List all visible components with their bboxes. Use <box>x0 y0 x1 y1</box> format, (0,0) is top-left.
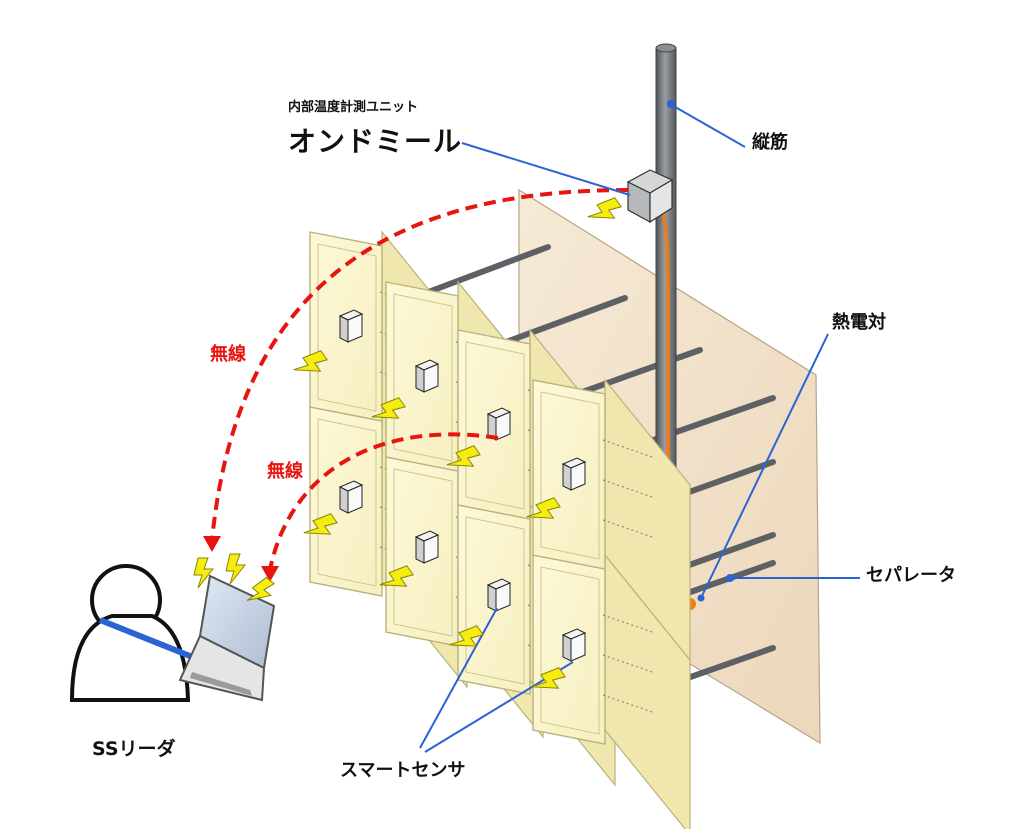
sensor-box-icon <box>414 359 440 393</box>
sensor-box-icon <box>486 407 512 441</box>
lightning-bolt-icon <box>193 557 215 589</box>
sensor-box-icon <box>338 480 364 514</box>
lightning-bolt-icon <box>293 350 328 372</box>
lightning-bolt-icon <box>587 197 622 219</box>
sensor-box-icon <box>561 628 587 662</box>
person-icon <box>69 564 252 702</box>
sensor-box-icon <box>338 309 364 343</box>
unit-subtitle: 内部温度計測ユニット <box>288 100 419 115</box>
lightning-bolt-icon <box>526 497 561 519</box>
lightning-bolt-icon <box>303 513 338 535</box>
sensor-box-icon <box>486 578 512 612</box>
form-panel <box>532 378 691 662</box>
lightning-bolt-icon <box>449 625 484 647</box>
arrow-head-2 <box>261 566 279 582</box>
wireless-label-lower: 無線 <box>267 461 303 482</box>
sensor-box-icon <box>414 530 440 564</box>
sensor-box-icon <box>561 457 587 491</box>
formwork-panels <box>309 230 691 833</box>
lightning-bolt-icon <box>446 445 481 467</box>
unit-name: オンドミール <box>288 125 463 158</box>
arrow-head-1 <box>203 536 221 552</box>
thermocouple-label: 熱電対 <box>832 312 886 333</box>
ondomeal-unit <box>626 169 674 224</box>
wireless-label-upper: 無線 <box>210 344 246 365</box>
lightning-bolt-icon <box>531 667 566 689</box>
form-panel <box>532 553 691 833</box>
wireless-signal-icons <box>193 197 622 689</box>
lightning-bolt-icon <box>246 576 275 601</box>
lightning-bolt-icon <box>379 565 414 587</box>
reader-label: SSリーダ <box>92 738 176 760</box>
leader-dots <box>667 100 734 602</box>
separator-label: セパレータ <box>866 565 956 586</box>
wireless-paths <box>210 188 629 571</box>
rebar-label: 縦筋 <box>752 132 788 153</box>
lightning-bolt-icon <box>225 553 247 585</box>
smart-sensor-label: スマートセンサ <box>340 760 466 781</box>
lightning-bolt-icon <box>371 397 406 419</box>
